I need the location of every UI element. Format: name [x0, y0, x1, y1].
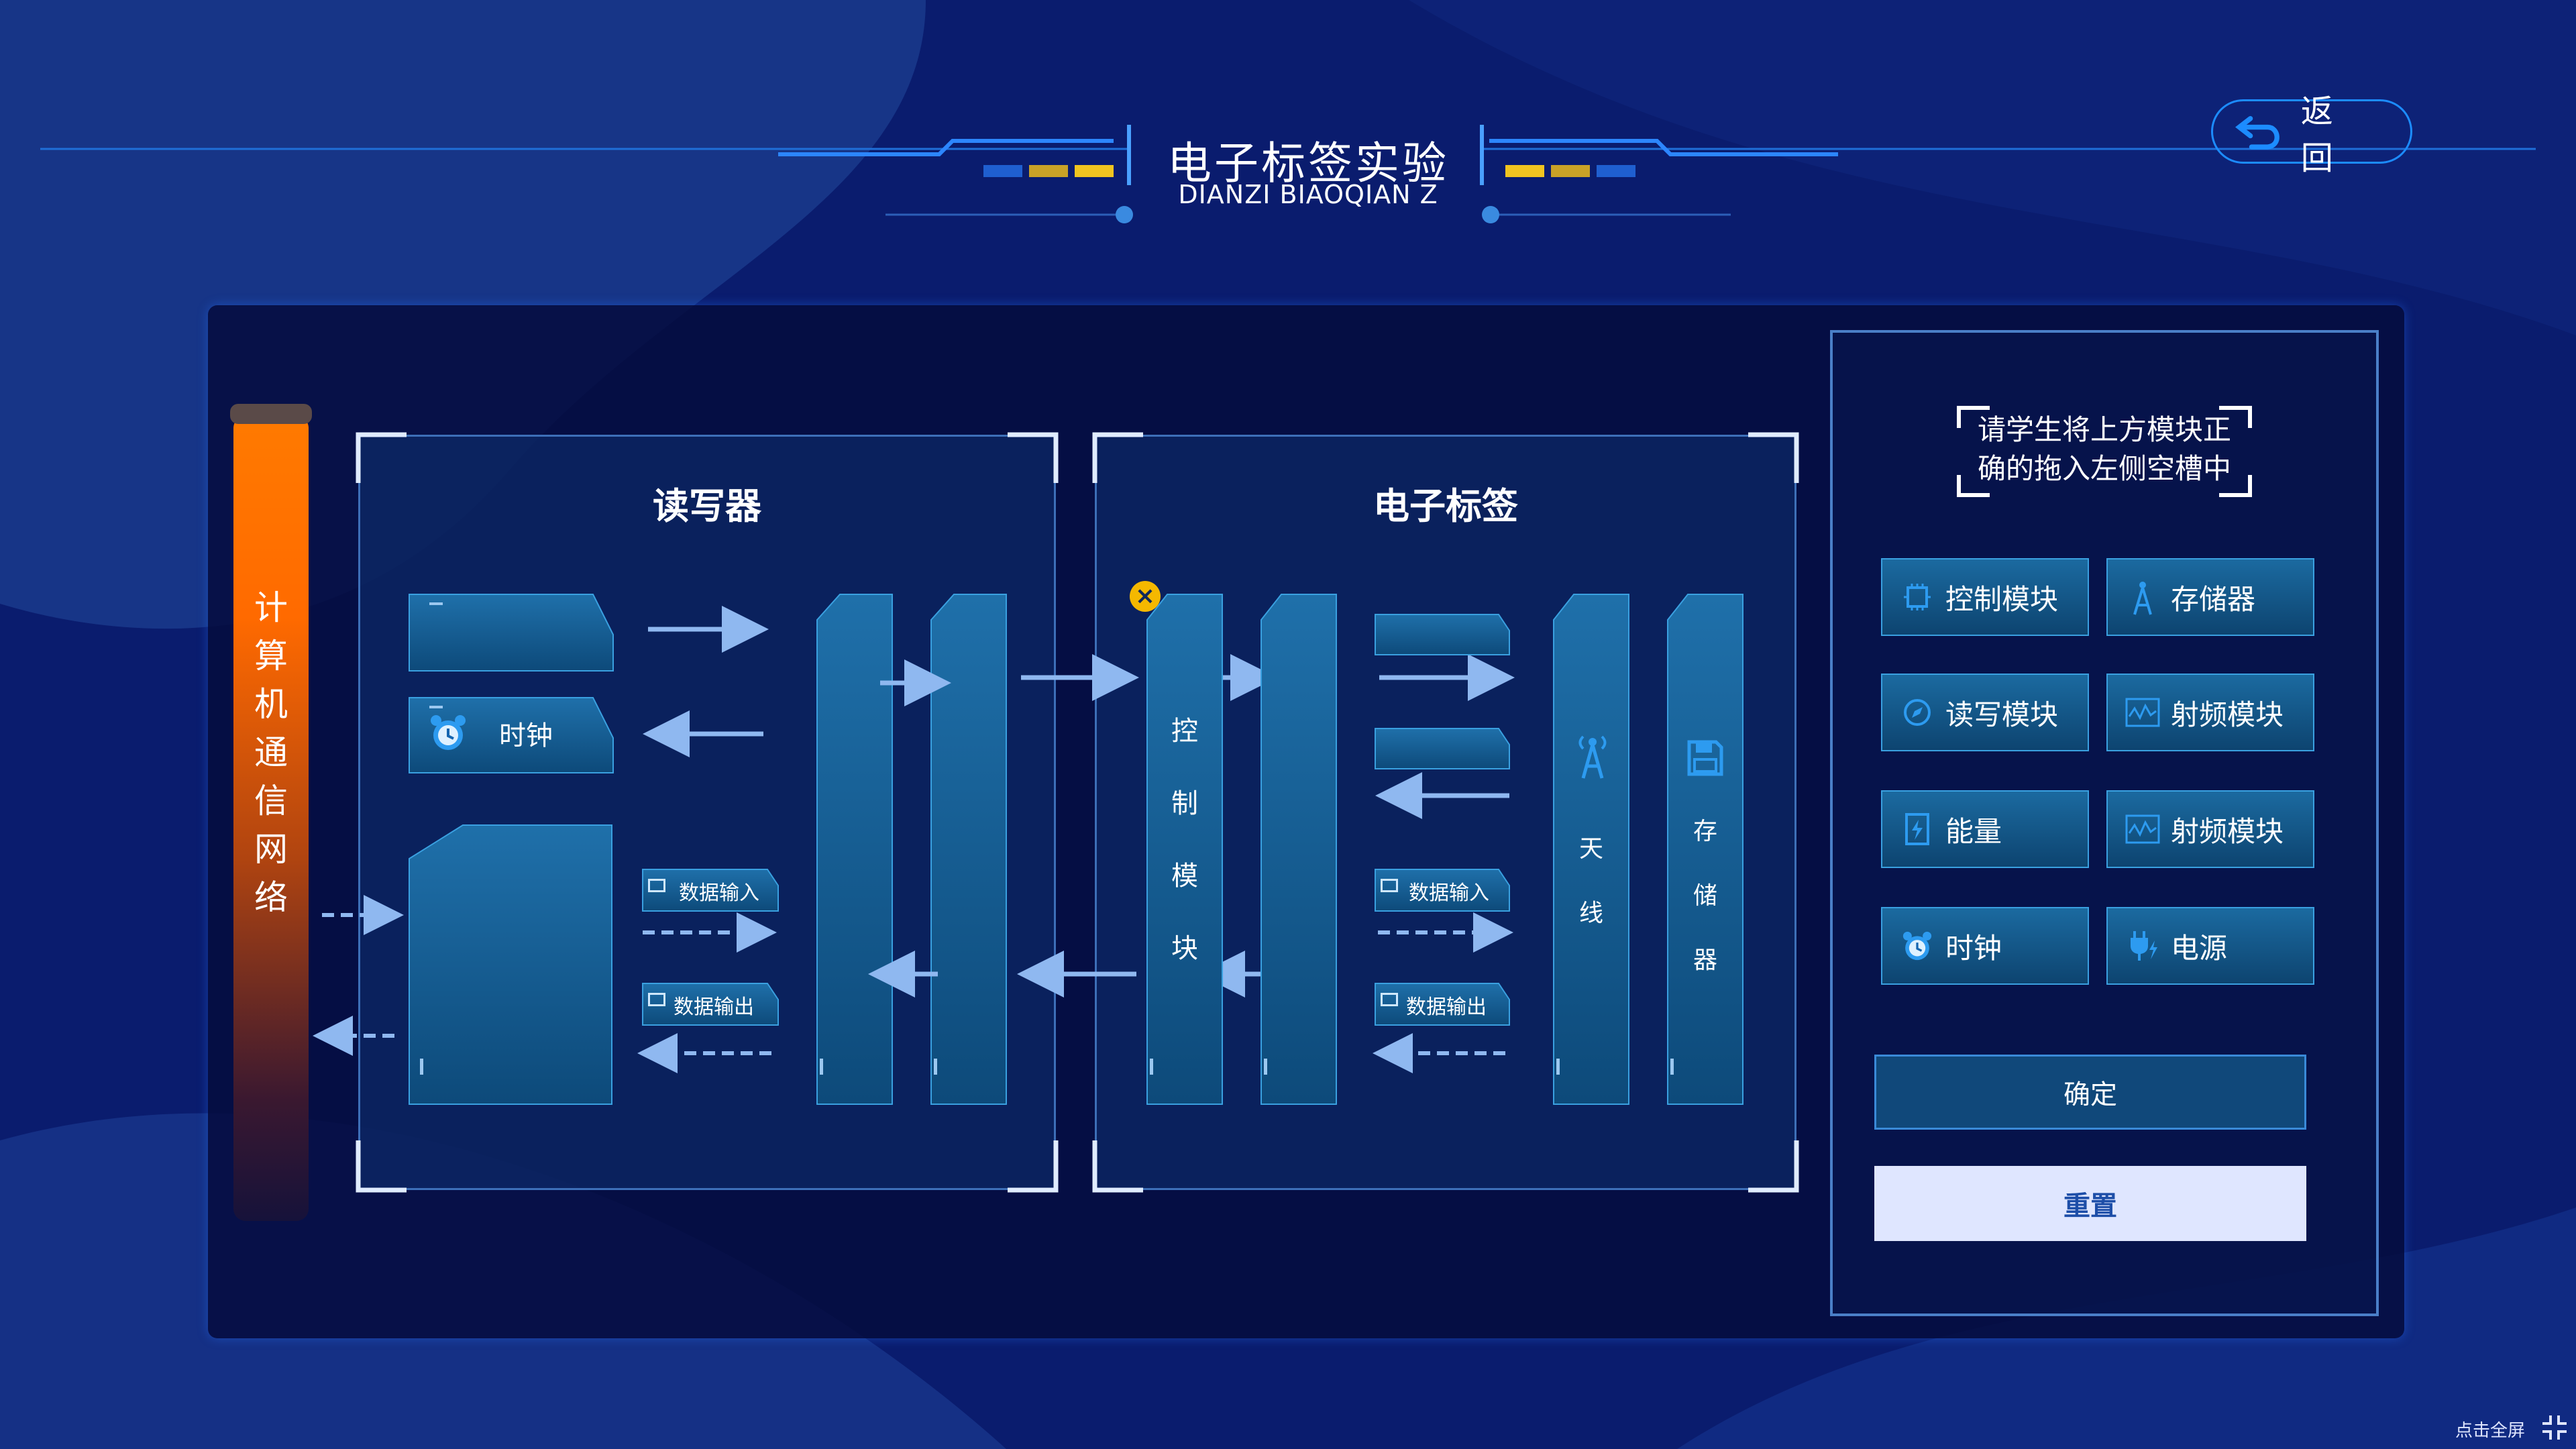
palette-item-energy[interactable]: 能量: [1881, 790, 2089, 868]
reader-title: 读写器: [653, 485, 761, 527]
palette-item-rf-module-2[interactable]: 射频模块: [2106, 790, 2314, 868]
back-label: 返 回: [2300, 93, 2348, 177]
remove-badge[interactable]: ×: [1130, 581, 1161, 612]
page-subtitle: DIANZI BIAOQIAN Z: [1178, 180, 1438, 209]
waveform-icon: [2124, 810, 2161, 848]
tag-title: 电子标签: [1373, 485, 1518, 527]
confirm-button[interactable]: 确定: [1874, 1055, 2306, 1130]
storage-label: 存 储 器: [1693, 818, 1717, 974]
fullscreen-label[interactable]: 点击全屏: [2455, 1421, 2526, 1441]
reset-button[interactable]: 重置: [1874, 1166, 2306, 1241]
back-button[interactable]: 返 回: [2211, 93, 2412, 177]
fullscreen-icon[interactable]: [2540, 1413, 2569, 1442]
page-title: 电子标签实验: [1167, 138, 1449, 189]
antenna-icon: [1578, 735, 1607, 779]
network-bar: [230, 404, 312, 1221]
palette-item-rf-module[interactable]: 射频模块: [2106, 674, 2314, 751]
control-module-label: 控 制 模 块: [1171, 716, 1198, 964]
reader-clock-label: 时钟: [499, 720, 553, 751]
alarm-clock-icon: [431, 715, 466, 750]
monitor-icon: [648, 879, 665, 892]
monitor-icon: [1381, 879, 1398, 892]
monitor-icon: [648, 993, 665, 1006]
reader-data-in-label: 数据输入: [679, 881, 759, 905]
palette-item-power[interactable]: 电源: [2106, 907, 2314, 985]
floppy-disk-icon: [1687, 740, 1723, 776]
compass-icon: [1898, 694, 1936, 731]
tag-data-out-label: 数据输出: [1406, 996, 1487, 1019]
energy-icon: [1898, 810, 1936, 848]
reader-data-out-label: 数据输出: [674, 996, 754, 1019]
tag-data-in-label: 数据输入: [1409, 881, 1489, 905]
instruction-text: 请学生将上方模块正 确的拖入左侧空槽中: [1977, 413, 2231, 485]
antenna-label: 天 线: [1578, 835, 1603, 927]
monitor-icon: [1381, 993, 1398, 1006]
palette-item-control-module[interactable]: 控制模块: [1881, 558, 2089, 636]
palette-item-clock[interactable]: 时钟: [1881, 907, 2089, 985]
palette-item-reader-module[interactable]: 读写模块: [1881, 674, 2089, 751]
instruction-brackets: [1957, 406, 2252, 497]
antenna-icon: [2124, 578, 2161, 616]
alarm-clock-icon: [1898, 927, 1936, 965]
return-arrow-icon: [2235, 115, 2279, 150]
network-label: 计 算 机 通 信 网 络: [254, 588, 288, 917]
reader-frame: [358, 435, 1056, 1190]
palette-item-storage[interactable]: 存储器: [2106, 558, 2314, 636]
waveform-icon: [2124, 694, 2161, 731]
power-plug-icon: [2124, 927, 2161, 965]
chip-icon: [1898, 578, 1936, 616]
